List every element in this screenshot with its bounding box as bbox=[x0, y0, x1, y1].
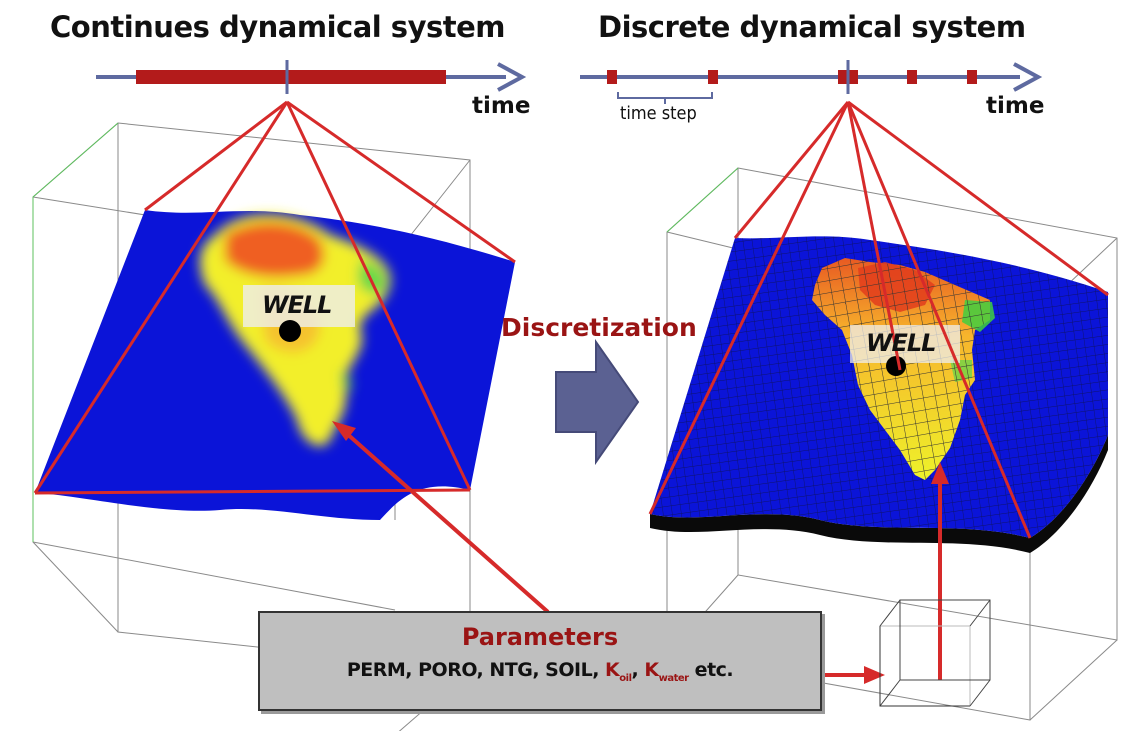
well-label-box bbox=[850, 325, 960, 363]
discrete-timeline bbox=[580, 60, 1043, 104]
time-step-mark bbox=[907, 70, 917, 84]
discrete-title: Discrete dynamical system bbox=[598, 10, 1026, 44]
time-step-mark bbox=[708, 70, 718, 84]
continuous-time-label: time bbox=[472, 93, 531, 119]
time-step-mark bbox=[967, 70, 977, 84]
continuous-timeline bbox=[96, 60, 527, 94]
parameter-pointer-arrows bbox=[332, 421, 949, 684]
time-step-mark bbox=[607, 70, 617, 84]
time-step-label: time step bbox=[620, 103, 697, 124]
time-step-bracket bbox=[617, 92, 713, 104]
well-label-box bbox=[243, 285, 355, 327]
parameters-list-prefix: PERM, PORO, NTG, SOIL, bbox=[346, 659, 606, 681]
k-water-symbol: Kwater bbox=[644, 659, 689, 684]
discrete-projection-lines bbox=[648, 100, 1109, 539]
parameters-box: Parameters PERM, PORO, NTG, SOIL, Koil, … bbox=[258, 611, 822, 711]
well-marker bbox=[886, 356, 906, 376]
k-oil-symbol: Koil bbox=[605, 659, 632, 684]
arrow-right-icon bbox=[1013, 62, 1043, 92]
discretization-label: Discretization bbox=[501, 313, 697, 342]
parameters-title: Parameters bbox=[461, 623, 619, 651]
discrete-time-label: time bbox=[986, 93, 1045, 119]
discrete-reservoir-side bbox=[650, 435, 1108, 553]
arrow-right-icon bbox=[497, 62, 527, 92]
parameters-list-suffix: etc. bbox=[688, 659, 734, 681]
continuous-time-interval bbox=[136, 70, 446, 84]
continuous-title: Continues dynamical system bbox=[50, 10, 505, 44]
continuous-projection-lines bbox=[33, 100, 516, 495]
discrete-well-label: WELL bbox=[866, 329, 936, 357]
cube-icon bbox=[879, 599, 991, 707]
well-marker bbox=[279, 320, 301, 342]
block-arrow-right-icon bbox=[555, 338, 640, 466]
continuous-well-label: WELL bbox=[262, 291, 332, 319]
parameters-list: PERM, PORO, NTG, SOIL, Koil, Kwater etc. bbox=[346, 659, 734, 684]
